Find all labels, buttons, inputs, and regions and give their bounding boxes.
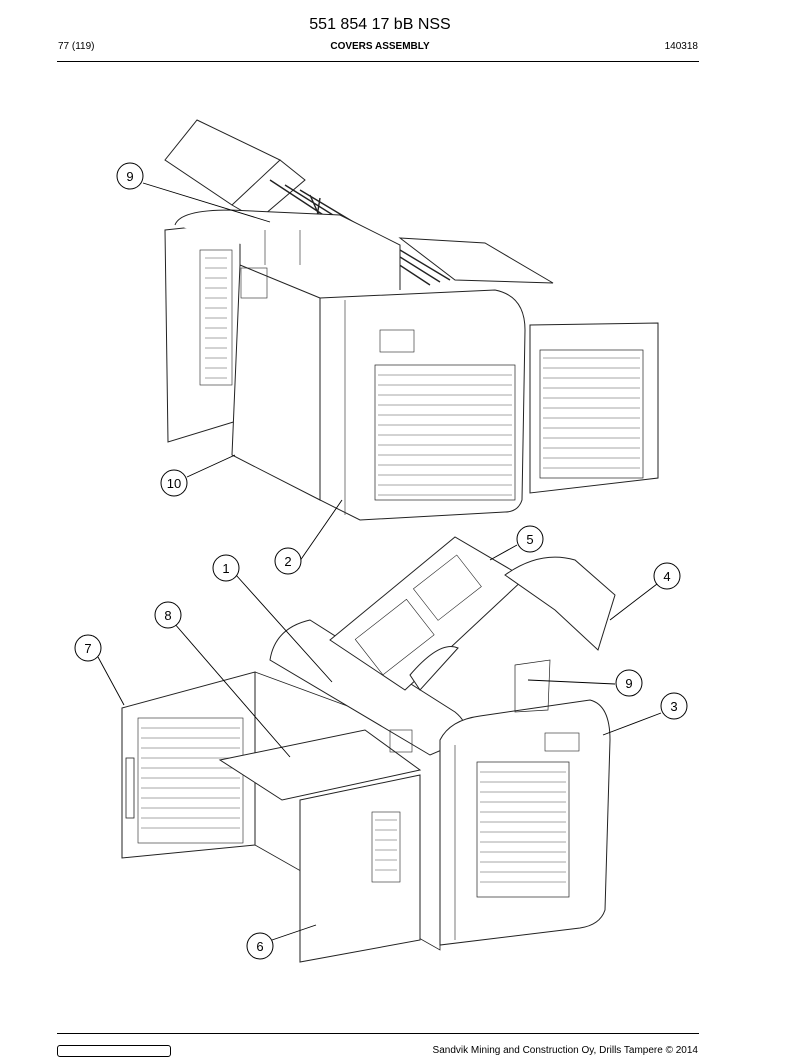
callout-7 (74, 634, 102, 662)
callout-1 (212, 554, 240, 582)
callout-label-4: 4 (663, 569, 670, 584)
callout-label-3: 3 (670, 699, 677, 714)
callout-label-8: 8 (164, 608, 171, 623)
callout-5 (516, 525, 544, 553)
section-title: COVERS ASSEMBLY (330, 41, 430, 52)
page-reference: 77 (119) (58, 41, 95, 52)
callout-4 (653, 562, 681, 590)
document-title: 551 854 17 bB NSS (309, 16, 451, 33)
callout-9-bottom (615, 669, 643, 697)
callout-leaders (97, 182, 662, 941)
top-assembly-view (164, 119, 659, 521)
callout-label-6: 6 (256, 939, 263, 954)
callout-2 (274, 547, 302, 575)
callout-label-2: 2 (284, 554, 291, 569)
callout-label-9-bottom: 9 (625, 676, 632, 691)
callout-label-7: 7 (84, 641, 91, 656)
callout-8 (154, 601, 182, 629)
footer-rule (57, 1033, 699, 1034)
document-code: 140318 (664, 41, 698, 52)
callout-9-top (116, 162, 144, 190)
callout-3 (660, 692, 688, 720)
callout-label-5: 5 (526, 532, 533, 547)
callout-label-9-top: 9 (126, 169, 133, 184)
footer-copyright: Sandvik Mining and Construction Oy, Dril… (432, 1045, 698, 1056)
callout-6 (246, 932, 274, 960)
callout-10 (160, 469, 188, 497)
bottom-assembly-view (121, 536, 616, 963)
company-logo (57, 1045, 171, 1057)
callout-label-1: 1 (222, 561, 229, 576)
callout-label-10: 10 (167, 476, 181, 491)
header-rule (57, 61, 699, 62)
